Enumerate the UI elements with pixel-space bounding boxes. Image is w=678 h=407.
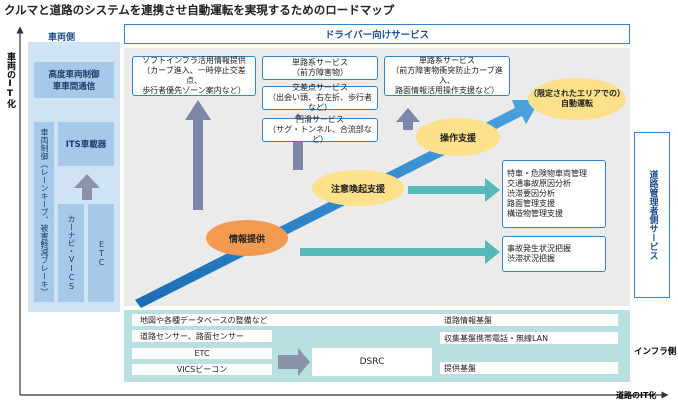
road-admin-label-box: 道路管理者側サービス [634,132,670,298]
page-title: クルマと道路のシステムを連携させ自動運転を実現するためのロードマップ [4,3,395,17]
stage-auto: （限定されたエリアでの） 自動運転 [528,78,626,120]
road-admin-label: 道路管理者側サービス [647,170,658,260]
infra-dsrc-box: DSRC [312,348,432,376]
single-road-service-2: 単路系サービス （前方障害物衝突防止カーブ進入、 路面情報活用操作支援など） [384,56,510,96]
road-admin-item: 渋滞要因分析 [507,189,555,198]
dash-a2 [420,186,424,194]
advanced-control-box: 高度車両制御 車車間通信 [34,62,114,98]
infra-sensors-row: 道路センサー、路面センサー [132,330,272,342]
road-admin-item: 事故発生状況把握 [507,244,571,253]
road-admin-item: 渋滞状況把握 [507,254,555,263]
stage-assist: 操作支援 [416,118,500,156]
infra-vics: VICSビーコン [176,365,228,374]
up-arrow-1 [185,100,211,210]
road-admin-item: 特車・危険物車両管理 [507,169,587,178]
road-admin-list-2: 事故発生状況把握 渋滞状況把握 [502,236,606,272]
infra-side-label: インフラ側 [634,347,677,357]
infra-map-db: 地図や各種データベースの整備など [140,315,268,325]
right-arrow-info [300,240,500,264]
road-admin-item: 構造物管理支援 [507,209,563,218]
infra-provide: 提供基盤 [444,363,476,373]
car-navi-label: カーナビ・VICS [67,215,76,291]
infra-comm-row: 収集基盤携帯電話・無線LAN [440,332,618,344]
infra-etc: ETC [194,349,210,358]
vehicle-side-header: 車両側 [48,33,76,43]
infra-map-db-row: 地図や各種データベースの整備など [132,314,618,326]
infra-sensors: 道路センサー、路面センサー [140,331,244,341]
infra-road-info: 道路情報基盤 [444,315,492,325]
dash-b1 [303,248,307,256]
x-axis-label: 道路のIT化 [616,391,657,400]
etc-vehicle-label: ETC [97,239,106,267]
stage-info: 情報提供 [206,220,288,256]
vehicle-control-box: 車両制御（レーンキープ、被害軽減ブレーキ） [34,122,54,302]
infra-dsrc: DSRC [359,357,385,367]
vehicle-up-arrow [74,174,100,200]
road-admin-item: 交通事故原因分析 [507,179,571,188]
smooth-service: 円滑サービス （サグ・トンネル、合流部など） [262,115,378,144]
etc-vehicle-box: ETC [88,204,114,302]
soft-infra-service: ソフトインフラ活用情報提供 （カーブ進入、一時停止交差点、 歩行者優先ゾーン案内… [132,56,256,96]
infra-etc-row: ETC [132,348,272,359]
vehicle-control-label: 車両制御（レーンキープ、被害軽減ブレーキ） [40,128,49,296]
right-arrow-alert [408,178,500,202]
infra-provide-row: 提供基盤 [440,362,618,374]
its-unit-box: ITS車載器 [58,122,114,166]
car-navi-box: カーナビ・VICS [58,204,84,302]
infra-right-arrow [278,348,310,376]
dash-b2 [313,248,317,256]
infra-road-info-cell: 道路情報基盤 [440,314,618,326]
single-road-service-1: 単路系サービス （前方障害物） [262,56,378,80]
intersection-service: 交差点サービス （出会い頭、右左折、歩行者など） [262,83,378,112]
driver-services-header: ドライバー向けサービス [124,24,630,44]
road-admin-list-1: 特車・危険物車両管理 交通事故原因分析 渋滞要因分析 路面管理支援 構造物管理支… [502,160,606,228]
dash-a1 [410,186,414,194]
infra-vics-row: VICSビーコン [132,364,272,375]
infra-comm: 収集基盤携帯電話・無線LAN [444,333,549,343]
stage-alert: 注意喚起支援 [312,170,404,206]
up-arrow-3 [396,108,420,130]
road-admin-item: 路面管理支援 [507,199,555,208]
y-axis-label: 車両のIT化 [5,52,15,108]
